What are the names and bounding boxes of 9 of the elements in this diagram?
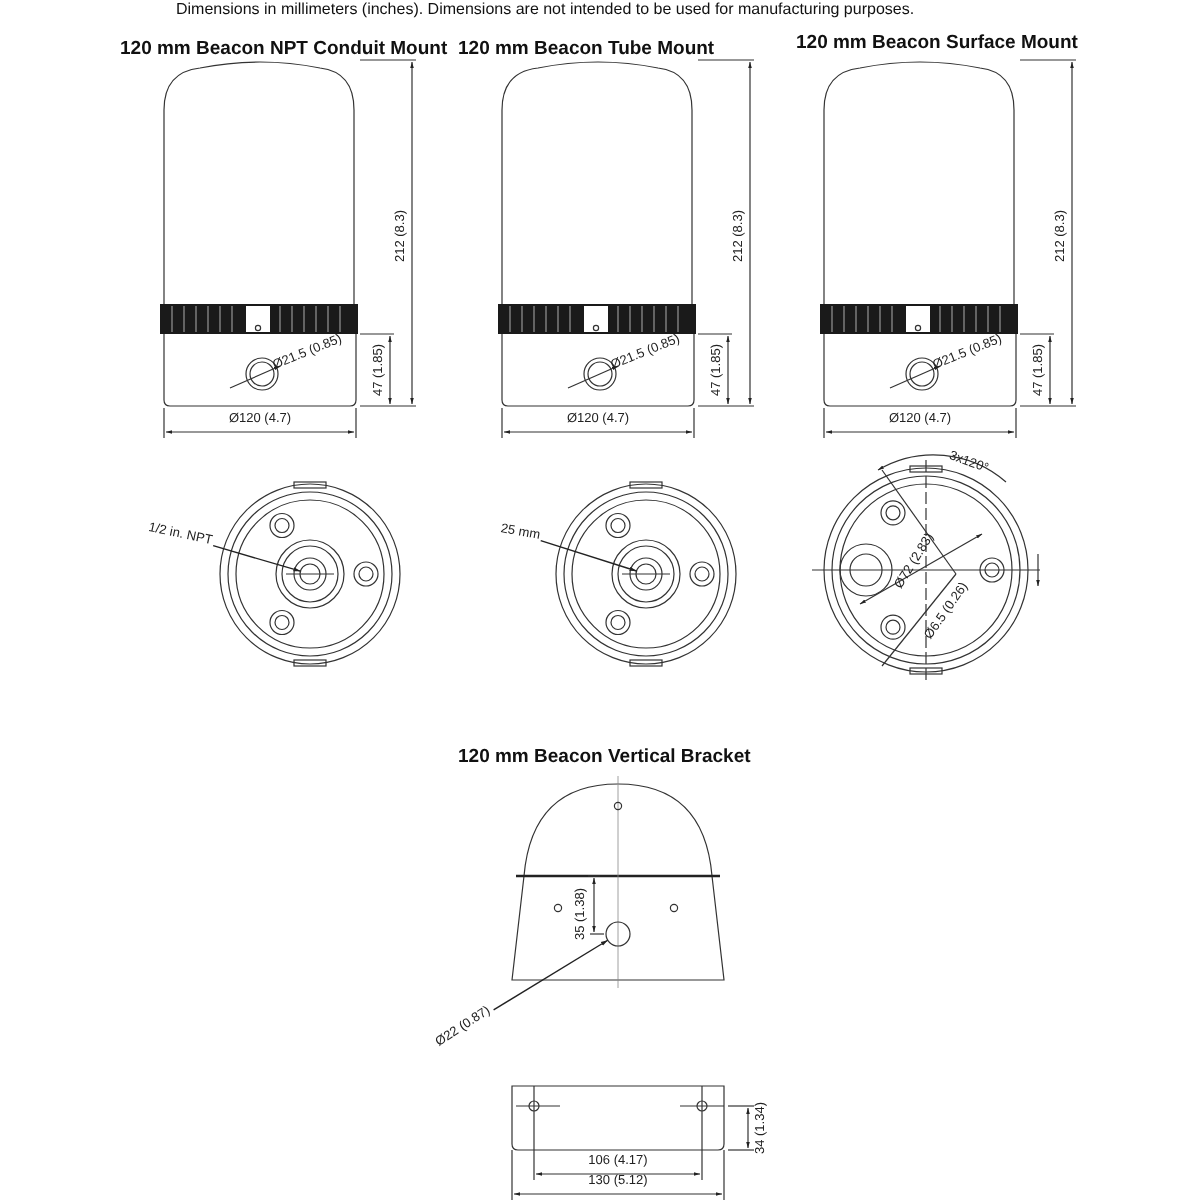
view-title: 120 mm Beacon Vertical Bracket xyxy=(458,746,751,768)
view-title: 120 mm Beacon NPT Conduit Mount xyxy=(120,38,448,60)
view-title: 120 mm Beacon Surface Mount xyxy=(796,32,1078,54)
note-text: Dimensions in millimeters (inches). Dimensions are not intended to be used for manufacturing purposes. xyxy=(176,0,915,18)
leader-line xyxy=(492,939,609,1011)
hole xyxy=(605,921,631,947)
hole xyxy=(299,563,321,585)
view-title: 120 mm Beacon Tube Mount xyxy=(458,38,715,60)
hole xyxy=(635,563,657,585)
